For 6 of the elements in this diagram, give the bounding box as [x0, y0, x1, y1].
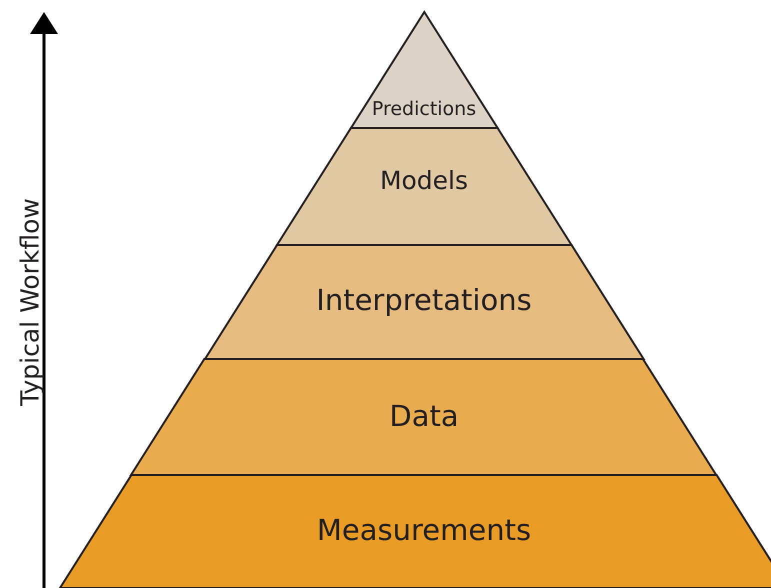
- tier-label: Measurements: [316, 513, 532, 547]
- tier-label: Models: [380, 166, 468, 195]
- tier-label: Interpretations: [316, 283, 532, 317]
- axis-label: Typical Workflow: [16, 198, 44, 406]
- tier-label: Data: [389, 399, 459, 433]
- tier-label: Predictions: [372, 98, 476, 120]
